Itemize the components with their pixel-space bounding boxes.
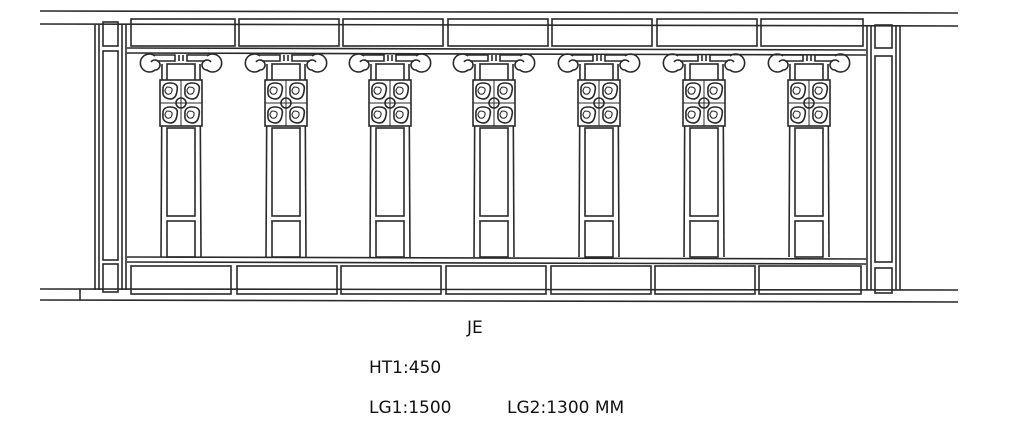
rails xyxy=(39,10,959,303)
right-top-cell xyxy=(874,24,893,49)
lower-bar xyxy=(126,256,867,260)
left-top-cell xyxy=(102,21,119,47)
rosette-scroll-picket-icon xyxy=(139,53,223,258)
rosette-scroll-picket-icon xyxy=(662,53,746,258)
rail-panels xyxy=(130,18,864,295)
top-panel xyxy=(760,18,864,47)
left-bottom-cell xyxy=(102,263,119,293)
bottom-panel xyxy=(236,265,338,295)
top-rail-edge xyxy=(39,10,959,14)
bottom-panel xyxy=(758,265,862,295)
decorative-pickets xyxy=(139,53,851,258)
length1-dimension-label: LG1:1500 xyxy=(369,398,452,418)
upper-bar xyxy=(126,47,867,51)
bottom-rail-edge xyxy=(39,299,959,303)
design-code-label: JE xyxy=(467,318,483,338)
length2-dimension-label: LG2:1300 MM xyxy=(507,398,625,418)
top-panel xyxy=(656,18,758,47)
rosette-scroll-picket-icon xyxy=(348,53,432,258)
height-dimension-label: HT1:450 xyxy=(369,358,442,378)
right-middle-cell xyxy=(874,55,893,263)
top-panel xyxy=(342,18,444,47)
lower-bar xyxy=(126,261,867,265)
bottom-rail-edge xyxy=(39,288,959,291)
top-panel xyxy=(447,18,549,47)
bottom-panel xyxy=(130,265,232,295)
right-bottom-cell xyxy=(874,267,893,294)
bottom-panel xyxy=(550,265,652,295)
upper-bar xyxy=(126,52,867,56)
rosette-scroll-picket-icon xyxy=(767,53,851,258)
rosette-scroll-picket-icon xyxy=(557,53,641,258)
top-rail-edge xyxy=(39,23,959,27)
bottom-panel xyxy=(445,265,547,295)
railing-elevation-drawing xyxy=(39,10,959,303)
top-panel xyxy=(238,18,340,47)
bottom-panel xyxy=(654,265,756,295)
bottom-panel xyxy=(340,265,442,295)
rosette-scroll-picket-icon xyxy=(452,53,536,258)
top-panel xyxy=(551,18,653,47)
rosette-scroll-picket-icon xyxy=(244,53,328,258)
railing-frame xyxy=(94,21,901,294)
left-middle-cell xyxy=(102,50,119,261)
top-panel xyxy=(130,18,236,47)
